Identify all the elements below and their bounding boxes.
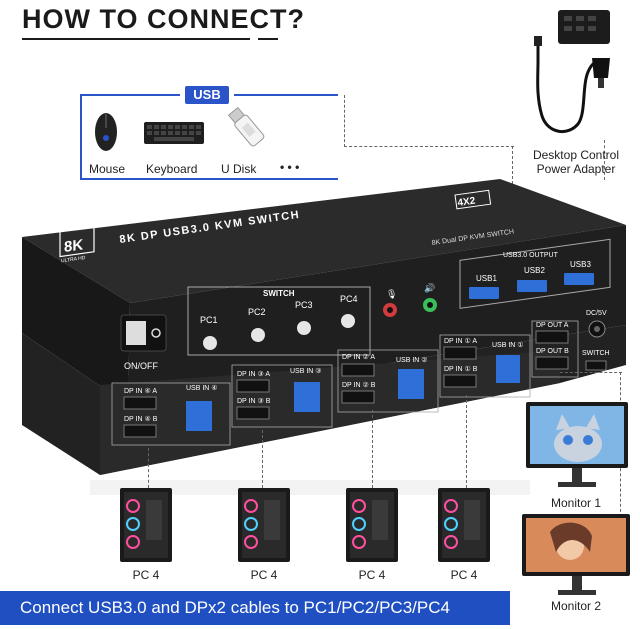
connector-pc-1 xyxy=(148,448,149,488)
switch-label: SWITCH xyxy=(263,289,295,298)
switch-pc4-label: PC4 xyxy=(340,294,358,304)
svg-text:USB IN ③: USB IN ③ xyxy=(290,367,322,375)
pc-label-4: PC 4 xyxy=(450,568,478,582)
switch-pc3-label: PC3 xyxy=(295,300,313,310)
usb-drive-icon xyxy=(227,106,265,147)
more-icon: • • • xyxy=(280,160,300,174)
svg-text:DP IN ③ A: DP IN ③ A xyxy=(237,370,270,378)
mic-icon: 🎙 xyxy=(386,289,397,299)
pc-label-2: PC 4 xyxy=(250,568,278,582)
keyboard-icon xyxy=(144,122,204,144)
usb-output-2-port xyxy=(517,280,547,292)
pc-tower-icon-3 xyxy=(346,488,398,562)
peripheral-label-mouse: Mouse xyxy=(89,162,126,176)
power-adapter-icon xyxy=(534,10,610,133)
connector-usb-horizontal xyxy=(344,146,514,147)
device-left-side xyxy=(22,237,130,405)
usb-output-label: USB3.0 OUTPUT xyxy=(503,252,559,259)
usb-bracket-left xyxy=(80,95,82,180)
switch-button-pc4 xyxy=(341,314,355,328)
svg-text:DP OUT A: DP OUT A xyxy=(536,322,569,329)
device-top-face xyxy=(22,179,626,303)
pc-label-1: PC 4 xyxy=(132,568,160,582)
svg-text:DP IN ④ A: DP IN ④ A xyxy=(124,387,157,395)
mouse-icon xyxy=(95,113,117,151)
peripheral-label-keyboard: Keyboard xyxy=(146,162,198,176)
switch-port xyxy=(585,360,607,371)
title-underline xyxy=(22,38,250,40)
switch-port-label: SWITCH xyxy=(582,350,610,357)
pc-group-3: DP IN ③ A DP IN ③ B USB IN ③ xyxy=(231,364,333,428)
svg-text:USB IN ①: USB IN ① xyxy=(492,341,524,349)
svg-text:DP IN ③ B: DP IN ③ B xyxy=(237,397,271,405)
model-badge: 4X2 xyxy=(457,196,477,209)
usb-output-1-port xyxy=(469,287,499,299)
switch-pc1-label: PC1 xyxy=(200,315,218,325)
svg-text:DP IN ② B: DP IN ② B xyxy=(342,381,376,389)
brand-badge: 8K xyxy=(64,236,83,256)
title-underline-short xyxy=(258,38,278,40)
connector-pc-3 xyxy=(372,410,373,488)
switch-button-pc2 xyxy=(251,328,265,342)
svg-text:DP OUT B: DP OUT B xyxy=(536,348,569,355)
page-title: HOW TO CONNECT? xyxy=(22,4,305,34)
monitor-label-2: Monitor 2 xyxy=(550,599,602,613)
power-label: ON/OFF xyxy=(124,361,158,371)
usb-line-right xyxy=(234,94,338,96)
adapter-label-line1: Desktop Control xyxy=(532,148,620,162)
monitor-icon-1 xyxy=(526,402,628,487)
svg-text:DP IN ④ B: DP IN ④ B xyxy=(124,415,158,423)
svg-text:DP IN ① B: DP IN ① B xyxy=(444,365,478,373)
usb-output-3-port xyxy=(564,273,594,285)
usb-badge: USB xyxy=(185,86,229,104)
device-front-face xyxy=(128,225,626,405)
usb-line-left xyxy=(80,94,180,96)
dp-out-group: DP OUT A DP OUT B xyxy=(531,320,579,378)
connector-power xyxy=(604,140,605,180)
pc-tower-icon-4 xyxy=(438,488,490,562)
switch-pc2-label: PC2 xyxy=(248,307,266,317)
pc-group-2: DP IN ② A DP IN ② B USB IN ② xyxy=(337,349,439,413)
usb-output-2-label: USB2 xyxy=(524,266,545,275)
svg-text:DP IN ① A: DP IN ① A xyxy=(444,337,477,345)
brand-sub: ULTRA HD xyxy=(61,255,86,264)
switch-button-pc3 xyxy=(297,321,311,335)
svg-text:DP IN ② A: DP IN ② A xyxy=(342,353,375,361)
connector-pc-4 xyxy=(466,395,467,488)
kvm-switch-device: 8K ULTRA HD 8K DP USB3.0 KVM SWITCH 4X2 … xyxy=(22,179,626,495)
monitor-icon-2 xyxy=(522,514,630,595)
usb-output-3-label: USB3 xyxy=(570,260,591,269)
connector-pc-2 xyxy=(262,430,263,488)
bottom-banner xyxy=(0,591,510,625)
usb-bracket-bottom xyxy=(80,178,338,180)
peripheral-label-udisk: U Disk xyxy=(221,162,257,176)
pc-label-3: PC 4 xyxy=(358,568,386,582)
pc-group-4: DP IN ④ A DP IN ④ B USB IN ④ xyxy=(111,382,231,446)
bottom-banner-text: Connect USB3.0 and DPx2 cables to PC1/PC… xyxy=(20,598,450,617)
pc-tower-icon-2 xyxy=(238,488,290,562)
svg-text:USB IN ②: USB IN ② xyxy=(396,356,428,364)
connector-usb-vertical xyxy=(344,95,345,147)
speaker-icon: 🔊 xyxy=(424,282,435,294)
adapter-label-line2: Power Adapter xyxy=(536,162,616,176)
monitor-label-1: Monitor 1 xyxy=(550,496,602,510)
svg-text:USB IN ④: USB IN ④ xyxy=(186,384,218,392)
switch-button-pc1 xyxy=(203,336,217,350)
connector-monitor-h xyxy=(560,372,622,373)
pc-group-1: DP IN ① A DP IN ① B USB IN ① xyxy=(439,334,531,398)
dc-label: DC/5V xyxy=(586,310,607,317)
usb-output-1-label: USB1 xyxy=(476,274,497,283)
pc-tower-icon-1 xyxy=(120,488,172,562)
